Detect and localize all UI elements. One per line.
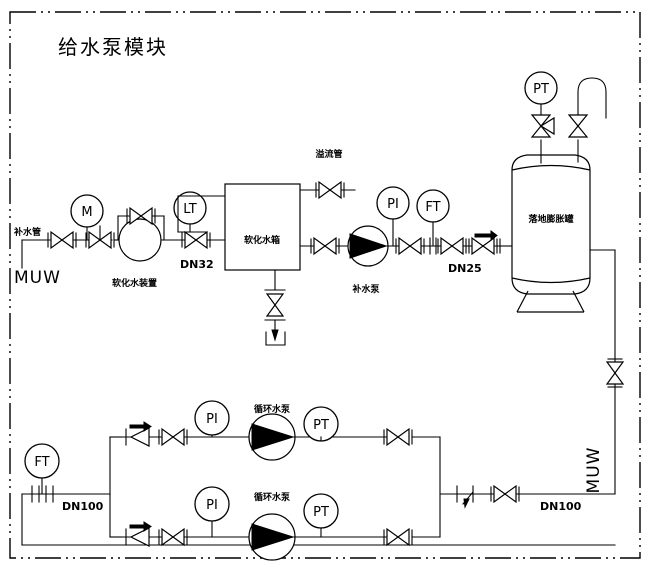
check-valve-pump2 [125, 521, 152, 547]
makeup-water-inlet: 补水管 MUW [13, 226, 61, 288]
flexible-joint-supply [456, 485, 474, 509]
dn25-label: DN25 [448, 262, 482, 275]
instrument-tag-PI-pump1: PI [206, 412, 218, 427]
makeup-pipe-label: 补水管 [13, 226, 41, 238]
dn100-left-label: DN100 [62, 500, 104, 513]
overflow-line: 溢流管 [299, 148, 356, 191]
valve-makeup-isolation [437, 237, 467, 255]
circ-pump-2-label: 循环水泵 [254, 491, 291, 503]
valve-makeup-discharge [395, 237, 425, 255]
tank-drain-line [264, 269, 286, 346]
valve-dn32 [181, 231, 211, 249]
instrument-tag-PI-makeup: PI [387, 197, 399, 212]
page-title: 给水泵模块 [58, 35, 168, 59]
valve-muw-inlet-1 [47, 231, 77, 249]
soft-water-tank: 软化水箱 [224, 183, 301, 271]
instrument-tag-PI-pump2: PI [206, 498, 218, 513]
valve-safety-relief [567, 114, 589, 138]
water-softener-unit: 软化水装置 [112, 215, 177, 289]
makeup-pump-label: 补水泵 [351, 283, 380, 295]
expansion-tank-label: 落地膨胀罐 [528, 213, 573, 225]
soft-water-tank-label: 软化水箱 [244, 234, 280, 246]
instrument-tag-FT-return: FT [34, 455, 49, 470]
return-header [21, 493, 616, 546]
flow-transmitter-makeup: FT [416, 189, 450, 255]
circ-pump-1-label: 循环水泵 [254, 403, 291, 415]
valve-supply-header [490, 485, 520, 503]
floor-expansion-tank: 落地膨胀罐 [511, 154, 591, 313]
check-valve-makeup [468, 230, 498, 256]
module-boundary [9, 11, 641, 559]
valve-pump2-discharge [383, 528, 413, 546]
muw-right-label: MUW [584, 447, 604, 494]
valve-pump1-discharge [383, 428, 413, 446]
valve-pump1-suction [158, 428, 188, 446]
circulation-pump-2-branch: PI 循环水泵 PT [121, 486, 441, 561]
instrument-tag-LT: LT [183, 202, 196, 217]
instrument-tag-PT-pump2: PT [313, 505, 329, 520]
instrument-tag-M: M [81, 205, 92, 220]
expansion-tank-safety-relief [567, 77, 607, 163]
flow-transmitter-return: FT [24, 443, 60, 503]
pump-suction-manifold [109, 436, 123, 538]
pressure-indicator-makeup: PI [376, 186, 410, 247]
supply-header [439, 436, 616, 538]
valve-tank-drain [266, 293, 284, 317]
expansion-tank-top-left-nozzle: PT [524, 71, 558, 164]
check-valve-pump1 [125, 421, 152, 447]
valve-makeup-pump-suction [310, 237, 340, 255]
valve-pt-root [530, 114, 555, 138]
dn32-label: DN32 [180, 258, 214, 271]
overflow-pipe-label: 溢流管 [315, 148, 342, 160]
instrument-tag-FT-makeup: FT [425, 200, 440, 215]
instrument-tag-PT-tank: PT [533, 82, 549, 97]
level-transmitter-assembly: LT [173, 191, 226, 233]
makeup-water-pump: 补水泵 [347, 225, 389, 295]
valve-downcomer [606, 358, 624, 388]
motor-actuator: M [70, 194, 104, 241]
muw-left-label: MUW [14, 268, 61, 288]
instrument-tag-PT-pump1: PT [313, 418, 329, 433]
softener-unit-label: 软化水装置 [112, 277, 157, 289]
circulation-pump-1-branch: PI 循环水泵 PT [121, 400, 441, 461]
valve-pump2-suction [158, 528, 188, 546]
valve-overflow [315, 181, 345, 199]
dn100-right-label: DN100 [540, 500, 582, 513]
